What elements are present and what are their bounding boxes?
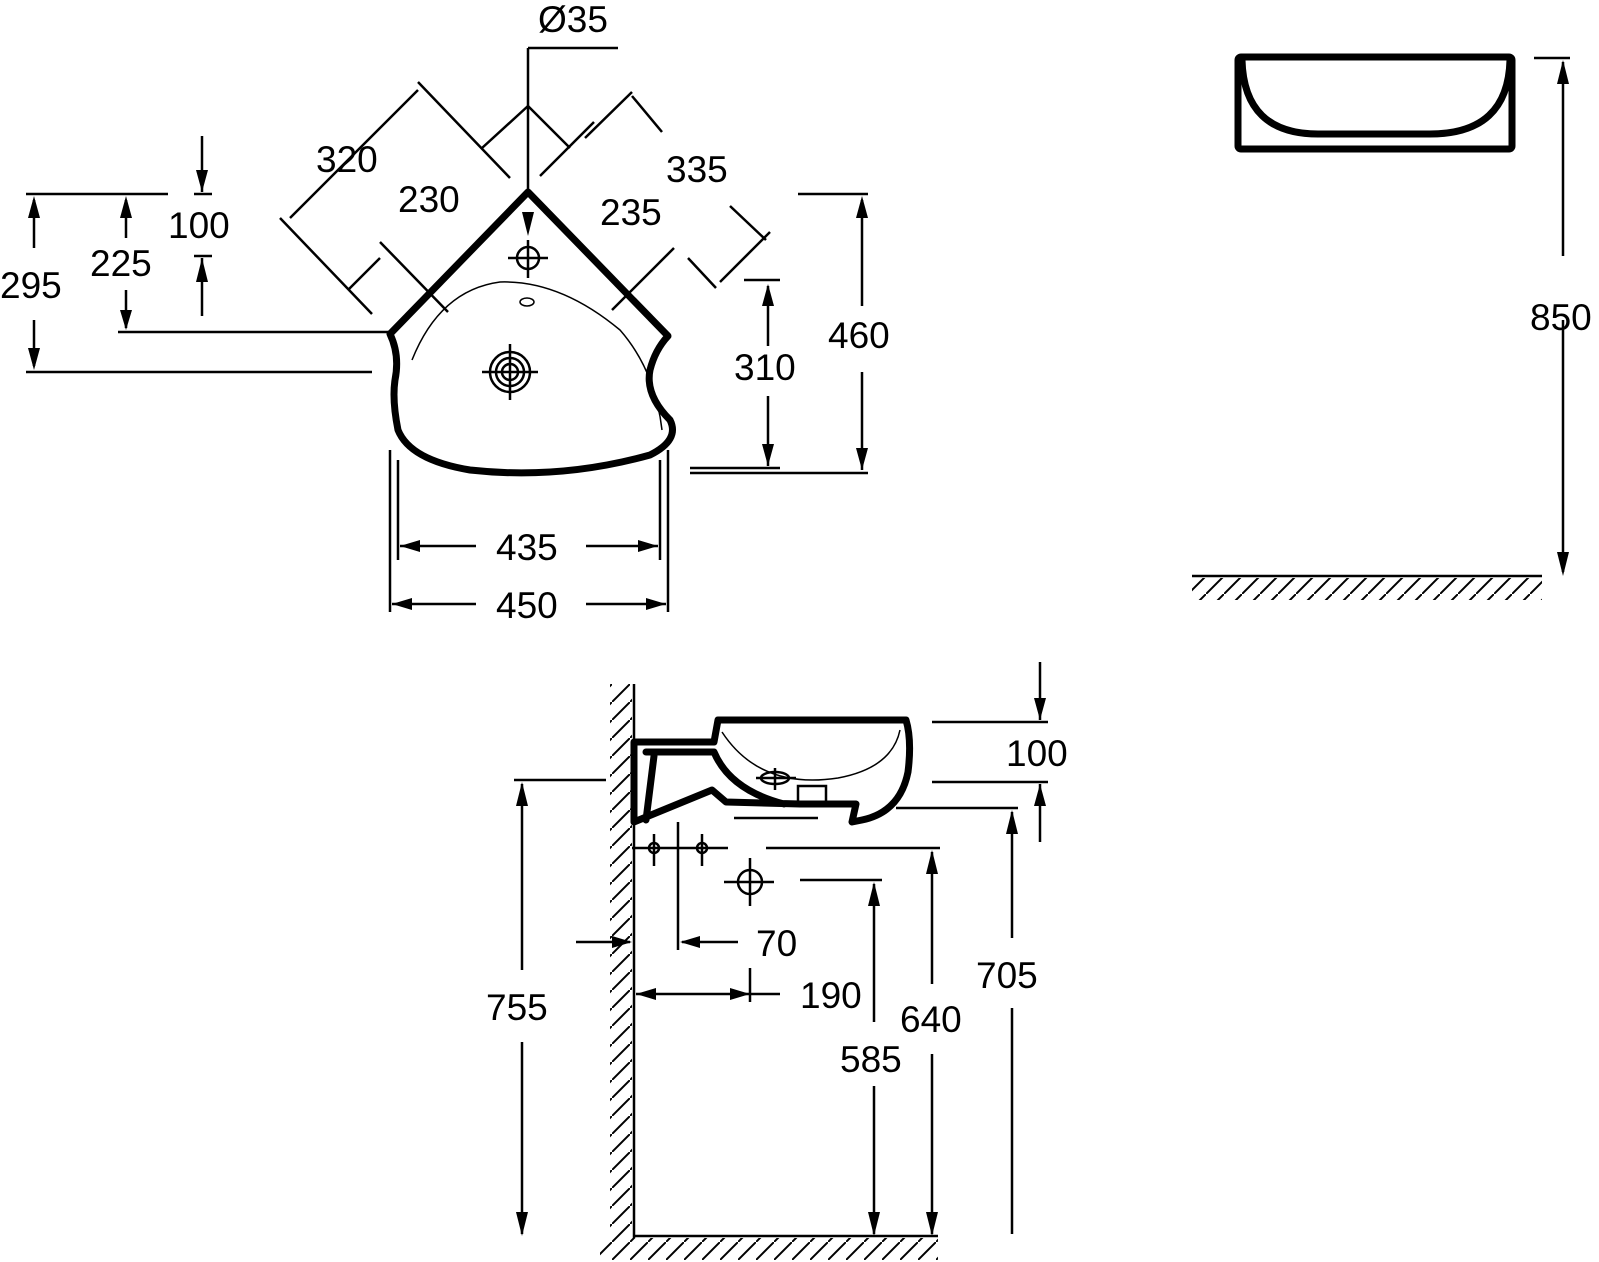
extension-line bbox=[719, 231, 771, 283]
extension-line bbox=[584, 91, 633, 139]
arrowhead bbox=[400, 540, 420, 552]
label-outer-width: 450 bbox=[496, 585, 558, 626]
bowl-curve bbox=[1238, 56, 1514, 138]
arrowhead bbox=[730, 988, 750, 1000]
arrowhead bbox=[636, 988, 656, 1000]
front-view: 850 bbox=[1192, 53, 1592, 600]
arrowhead bbox=[1006, 810, 1018, 834]
arrowhead bbox=[1034, 784, 1046, 806]
bowl-inner-curve bbox=[721, 729, 901, 781]
arrowhead bbox=[516, 1212, 528, 1236]
arrowhead bbox=[926, 1212, 938, 1236]
side-view: 70 190 100 755 705 640 bbox=[486, 662, 1068, 1260]
dimension-line-235 bbox=[527, 105, 571, 149]
dimension-line-235 bbox=[687, 257, 717, 289]
basin-outline-side bbox=[630, 716, 914, 826]
label-left-outer-edge: 320 bbox=[316, 139, 378, 180]
arrowhead bbox=[868, 1212, 880, 1236]
label-supply-offset: 190 bbox=[800, 975, 862, 1016]
arrowhead bbox=[1557, 60, 1569, 84]
overflow-hole bbox=[519, 297, 535, 307]
label-floor-height: 850 bbox=[1530, 297, 1592, 338]
drain-symbol bbox=[482, 344, 538, 400]
dimension-line-230 bbox=[347, 257, 381, 291]
bowl-inner-rim bbox=[411, 281, 663, 431]
arrowhead bbox=[926, 850, 938, 874]
extension-line bbox=[379, 241, 449, 313]
arrowhead bbox=[856, 196, 868, 218]
extension-line bbox=[611, 247, 675, 311]
dimension-line-335 bbox=[729, 205, 767, 241]
label-depth-total-left: 295 bbox=[0, 265, 62, 306]
arrowhead bbox=[762, 444, 774, 466]
dimension-line-230 bbox=[481, 105, 529, 149]
arrowhead bbox=[680, 936, 700, 948]
dimension-line-320 bbox=[289, 89, 419, 219]
arrowhead bbox=[120, 310, 132, 330]
arrowhead bbox=[120, 196, 132, 218]
label-bowl-depth: 100 bbox=[1006, 733, 1068, 774]
arrowhead bbox=[196, 170, 208, 192]
extension-line bbox=[539, 121, 595, 177]
label-rim-height-total: 755 bbox=[486, 987, 548, 1028]
arrowhead bbox=[28, 348, 40, 370]
arrowhead bbox=[646, 598, 666, 610]
extension-line bbox=[279, 217, 373, 315]
overflow-symbol bbox=[756, 768, 796, 790]
basin-outline-front bbox=[1234, 53, 1516, 153]
dimension-line-335 bbox=[631, 95, 663, 133]
label-supply-height: 640 bbox=[900, 999, 962, 1040]
label-depth-to-bowl: 225 bbox=[90, 243, 152, 284]
label-right-inner-edge: 235 bbox=[600, 192, 662, 233]
floor-hatch bbox=[1192, 578, 1542, 600]
label-rim-depth: 100 bbox=[168, 205, 230, 246]
label-depth-total-right: 460 bbox=[828, 315, 890, 356]
label-underside-height: 705 bbox=[976, 955, 1038, 996]
arrowhead bbox=[392, 598, 412, 610]
arrowhead bbox=[28, 196, 40, 218]
top-view: Ø35 320 230 335 235 295 225 bbox=[0, 0, 890, 626]
label-waste-height: 585 bbox=[840, 1039, 902, 1080]
drain-block bbox=[796, 784, 828, 806]
label-waste-offset: 70 bbox=[756, 923, 797, 964]
floor-hatch bbox=[600, 1238, 938, 1260]
label-hole-diameter: Ø35 bbox=[538, 0, 608, 40]
label-right-outer-edge: 335 bbox=[666, 149, 728, 190]
basin-outline-top bbox=[386, 188, 676, 477]
arrowhead bbox=[868, 882, 880, 906]
arrowhead bbox=[762, 284, 774, 306]
label-inner-width: 435 bbox=[496, 527, 558, 568]
arrowhead bbox=[522, 212, 534, 236]
extension-line bbox=[417, 81, 511, 179]
arrowhead bbox=[196, 258, 208, 282]
waste-outlet-symbol bbox=[724, 858, 774, 906]
tap-hole-symbol bbox=[508, 240, 548, 278]
arrowhead bbox=[638, 540, 658, 552]
arrowhead bbox=[856, 448, 868, 470]
label-depth-right-bowl: 310 bbox=[734, 347, 796, 388]
wall-hatch bbox=[610, 684, 632, 1238]
fixing-bolt-symbol bbox=[632, 834, 728, 866]
label-left-inner-edge: 230 bbox=[398, 179, 460, 220]
arrowhead bbox=[612, 936, 632, 948]
arrowhead bbox=[1034, 698, 1046, 720]
arrowhead bbox=[516, 782, 528, 806]
arrowhead bbox=[1557, 552, 1569, 576]
